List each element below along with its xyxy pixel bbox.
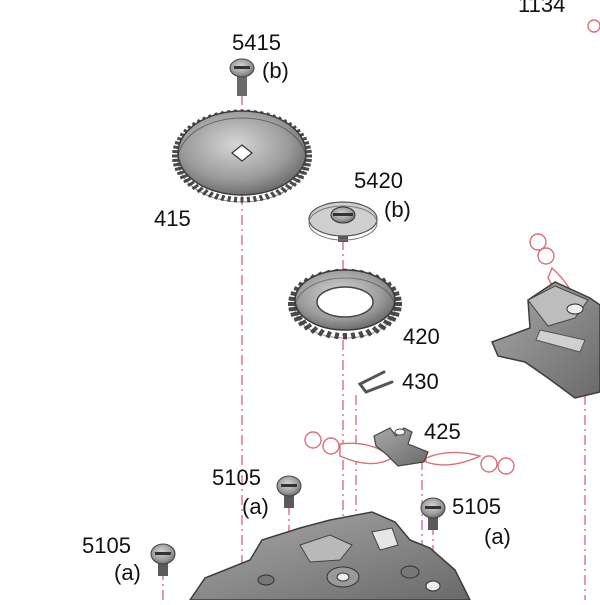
screw-5105-left-icon [150,543,176,576]
gear-tooth [390,311,400,317]
screw-5105-center-icon [276,475,302,508]
part-5420-variant-label: (b) [384,197,411,222]
pivot-marks [304,19,600,475]
part-5420-label: 5420 [354,168,403,193]
part-5105-right-label: 5105 [452,494,501,519]
gear-tooth [303,322,313,331]
part-5105-left-label: 5105 [82,533,131,558]
gear-tooth [288,306,298,312]
gear-tooth [292,177,301,184]
gear-tooth [183,177,192,184]
gear-tooth [289,180,297,187]
screw-5420-icon [308,201,378,242]
part-5415-label: 5415 [232,30,281,55]
gear-tooth [179,173,188,180]
wheel-415-icon [172,109,312,203]
part-430-label: 430 [402,369,439,394]
part-425-label: 425 [424,419,461,444]
lever-425-icon [373,427,429,467]
gear-tooth [310,326,319,334]
screw-5415-icon [229,58,255,96]
gear-tooth [371,326,380,334]
bridge-assembly-icon [490,281,600,399]
gear-tooth [290,311,300,317]
top-ref-label: 1134 [518,0,566,17]
wheel-420-icon [288,268,402,340]
part-5105-left-variant-label: (a) [114,560,141,585]
gear-tooth [377,322,387,331]
part-415-label: 415 [154,206,191,231]
part-5105-right-variant-label: (a) [484,524,511,549]
part-5415-variant-label: (b) [262,58,289,83]
gear-tooth [392,306,402,312]
gear-tooth [284,183,293,191]
part-5105-center-label: 5105 [212,465,261,490]
part-420-label: 420 [403,324,440,349]
main-plate-icon [188,511,472,601]
spring-430-icon [357,370,394,394]
gear-tooth [191,183,200,191]
part-5105-center-variant-label: (a) [242,494,269,519]
gear-tooth [296,173,305,180]
screw-5105-right-icon [420,497,446,530]
gear-tooth [382,319,393,327]
gear-tooth [187,180,195,187]
gear-tooth [297,319,308,327]
